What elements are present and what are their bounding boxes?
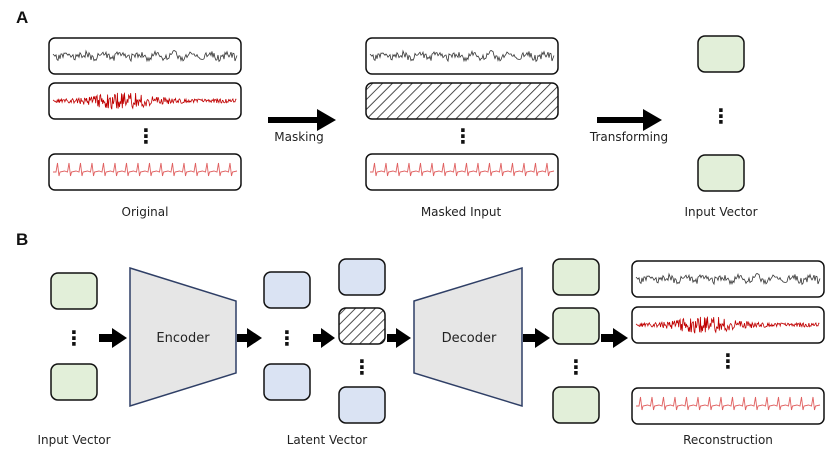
arrow bbox=[601, 328, 628, 348]
encoder-block bbox=[129, 266, 237, 408]
vector-token bbox=[50, 272, 98, 310]
masked-latent-token bbox=[338, 307, 386, 345]
input-vector-caption: Input Vector bbox=[684, 205, 757, 219]
vector-token bbox=[552, 307, 600, 345]
panel-a-label: A bbox=[16, 8, 28, 27]
vector-token bbox=[50, 363, 98, 401]
arrow bbox=[99, 328, 127, 348]
vector-token bbox=[552, 258, 600, 296]
ellipsis: ⋮ bbox=[566, 355, 586, 379]
encoder-label: Encoder bbox=[156, 331, 210, 346]
original-signals: ⋮ Original bbox=[48, 37, 242, 219]
masked-ecg-trace bbox=[370, 162, 555, 177]
original-emg-trace bbox=[52, 92, 237, 110]
masked-input-caption: Masked Input bbox=[421, 205, 502, 219]
reconstruction-eeg-trace bbox=[635, 272, 821, 286]
vector-token bbox=[552, 386, 600, 424]
ellipsis: ⋮ bbox=[136, 124, 156, 148]
decoder-block bbox=[413, 266, 523, 408]
original-ecg-box bbox=[48, 153, 242, 191]
original-emg-box bbox=[48, 82, 242, 120]
transforming-label: Transforming bbox=[589, 130, 668, 144]
original-ecg-trace bbox=[53, 162, 238, 177]
latent-token bbox=[263, 271, 311, 309]
output-vector: ⋮ bbox=[552, 258, 600, 424]
reconstruction-emg-box bbox=[631, 306, 825, 344]
masked-ecg-box bbox=[365, 153, 559, 191]
masked-eeg-trace bbox=[369, 49, 555, 63]
arrow bbox=[313, 328, 335, 348]
ellipsis: ⋮ bbox=[718, 349, 738, 373]
arrow bbox=[523, 328, 550, 348]
input-vector-b-caption: Input Vector bbox=[37, 433, 110, 447]
latent-token bbox=[338, 258, 386, 296]
arrow bbox=[237, 328, 262, 348]
masked-signals: ⋮ Masked Input bbox=[365, 37, 559, 219]
ellipsis: ⋮ bbox=[64, 326, 84, 350]
reconstruction-emg-trace bbox=[635, 316, 820, 334]
ellipsis: ⋮ bbox=[711, 104, 731, 128]
reconstruction-eeg-box bbox=[631, 260, 825, 298]
decoder-label: Decoder bbox=[442, 331, 497, 346]
masked-eeg-box bbox=[365, 37, 559, 75]
masking-label: Masking bbox=[274, 130, 323, 144]
reconstruction-ecg-box bbox=[631, 387, 825, 425]
reconstruction-ecg-trace bbox=[636, 396, 821, 411]
original-caption: Original bbox=[122, 205, 169, 219]
transforming-arrow bbox=[597, 109, 662, 131]
latent-vector-caption: Latent Vector bbox=[287, 433, 368, 447]
ellipsis: ⋮ bbox=[277, 326, 297, 350]
masked-latent-vector: ⋮ Latent Vector bbox=[287, 258, 386, 447]
original-eeg-box bbox=[48, 37, 242, 75]
latent-token bbox=[338, 386, 386, 424]
ellipsis: ⋮ bbox=[352, 355, 372, 379]
vector-token bbox=[697, 35, 745, 73]
arrow bbox=[387, 328, 411, 348]
reconstruction-caption: Reconstruction bbox=[683, 433, 773, 447]
input-vector-a: ⋮ Input Vector bbox=[684, 35, 758, 219]
latent-token bbox=[263, 363, 311, 401]
input-vector-b: ⋮ Input Vector bbox=[37, 272, 111, 447]
ellipsis: ⋮ bbox=[453, 124, 473, 148]
masking-arrow bbox=[268, 109, 336, 131]
latent-vector: ⋮ bbox=[263, 271, 311, 401]
vector-token bbox=[697, 154, 745, 192]
masked-row bbox=[365, 82, 559, 120]
reconstruction-signals: ⋮ Reconstruction bbox=[631, 260, 825, 447]
original-eeg-trace bbox=[52, 49, 238, 63]
panel-b-label: B bbox=[16, 230, 28, 249]
